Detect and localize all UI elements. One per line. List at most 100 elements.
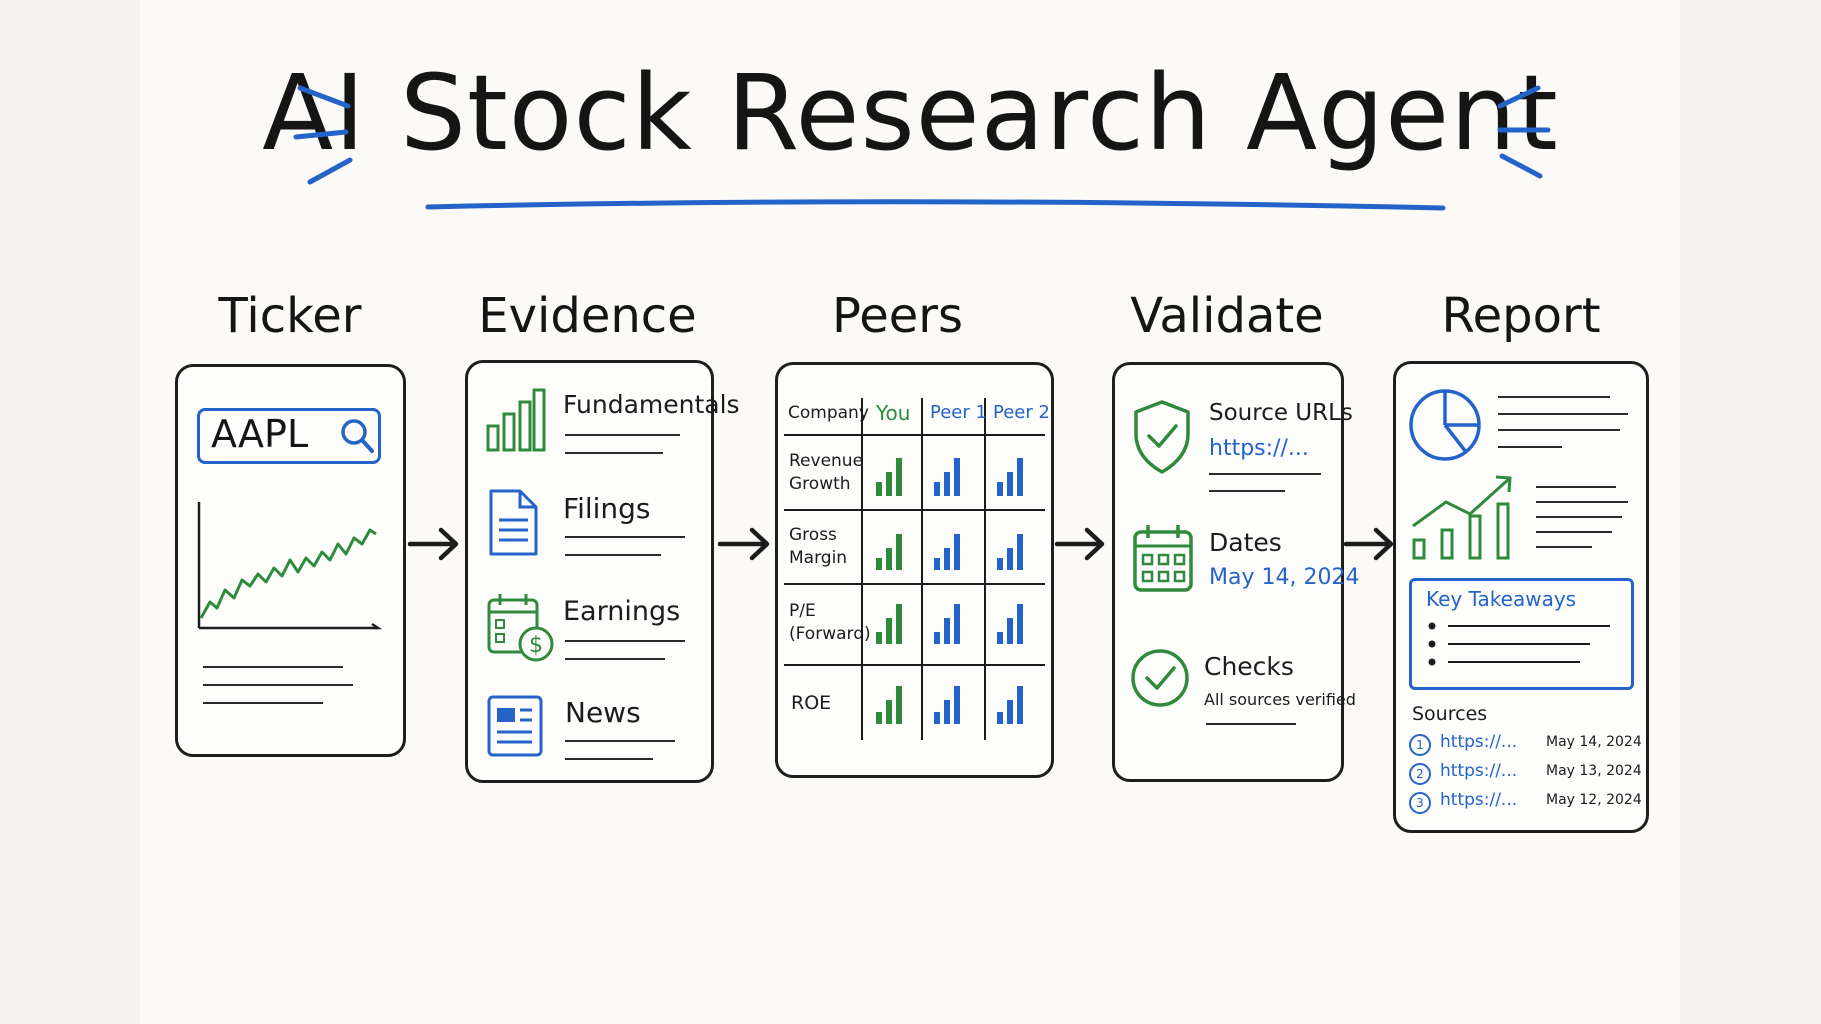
mini-bar-icon bbox=[1017, 534, 1023, 570]
svg-text:$: $ bbox=[529, 633, 543, 658]
mini-bar-icon bbox=[997, 712, 1003, 724]
text-placeholder-line bbox=[1498, 413, 1628, 415]
right-emphasis-marks bbox=[1497, 85, 1551, 179]
mini-bar-icon bbox=[954, 686, 960, 724]
peers-row-roe: ROE bbox=[791, 692, 832, 714]
text-placeholder-line bbox=[565, 640, 685, 642]
mini-bar-icon bbox=[997, 632, 1003, 644]
mini-bar-icon bbox=[944, 700, 950, 724]
report-card bbox=[1393, 361, 1649, 833]
source-date: May 13, 2024 bbox=[1546, 763, 1642, 779]
validate-dates-value: May 14, 2024 bbox=[1209, 565, 1360, 590]
text-placeholder-line bbox=[1209, 473, 1321, 475]
mini-bar-icon bbox=[1007, 548, 1013, 570]
mini-bar-icon bbox=[896, 458, 902, 496]
mini-bar-icon bbox=[876, 632, 882, 644]
source-url-link[interactable]: https://... bbox=[1440, 732, 1518, 752]
text-placeholder-line bbox=[565, 452, 663, 454]
mini-bar-icon bbox=[997, 558, 1003, 570]
mini-bar-icon bbox=[1017, 686, 1023, 724]
mini-bar-icon bbox=[944, 548, 950, 570]
source-url-link[interactable]: https://... bbox=[1440, 790, 1518, 810]
mini-bar-icon bbox=[1007, 618, 1013, 644]
peers-row-pe-forward: P/E (Forward) bbox=[789, 601, 871, 644]
calendar-icon bbox=[1133, 525, 1193, 592]
mini-bar-icon bbox=[944, 618, 950, 644]
mini-bar-icon bbox=[1017, 604, 1023, 644]
text-placeholder-line bbox=[203, 684, 353, 686]
validate-source-value[interactable]: https://... bbox=[1209, 436, 1309, 461]
text-placeholder-line bbox=[1536, 546, 1592, 548]
mini-bar-icon bbox=[876, 712, 882, 724]
text-placeholder-line bbox=[565, 758, 653, 760]
bar-chart-icon bbox=[486, 388, 546, 452]
text-placeholder-line bbox=[1498, 429, 1620, 431]
evidence-item-fundamentals: Fundamentals bbox=[563, 390, 740, 419]
text-placeholder-line bbox=[1536, 501, 1628, 503]
arrow-icon bbox=[717, 527, 770, 561]
evidence-item-filings: Filings bbox=[563, 492, 651, 525]
main-title: AI Stock Research Agent bbox=[262, 52, 1559, 174]
sources-label: Sources bbox=[1412, 703, 1488, 725]
bullet-list bbox=[1428, 622, 1610, 666]
source-number-badge: 2 bbox=[1409, 763, 1431, 785]
evidence-item-earnings: Earnings bbox=[563, 596, 681, 627]
left-emphasis-marks bbox=[293, 85, 353, 185]
source-number-badge: 1 bbox=[1409, 734, 1431, 756]
mini-bar-icon bbox=[886, 700, 892, 724]
arrow-icon bbox=[407, 527, 459, 561]
arrow-icon bbox=[1343, 527, 1394, 561]
validate-source-label: Source URLs bbox=[1209, 400, 1353, 426]
text-placeholder-line bbox=[565, 434, 680, 436]
key-takeaways-box bbox=[1409, 578, 1634, 690]
text-placeholder-line bbox=[1536, 516, 1622, 518]
document-icon bbox=[489, 489, 538, 556]
mini-bar-icon bbox=[886, 618, 892, 644]
mini-bar-icon bbox=[1007, 472, 1013, 496]
stage-title-report: Report bbox=[1441, 288, 1601, 344]
mini-bar-icon bbox=[934, 712, 940, 724]
mini-bar-icon bbox=[954, 458, 960, 496]
text-placeholder-line bbox=[565, 554, 661, 556]
peers-header-you: You bbox=[876, 401, 911, 425]
peers-row-revenue-growth: Revenue Growth bbox=[789, 451, 864, 494]
evidence-item-news: News bbox=[565, 696, 641, 729]
validate-dates-label: Dates bbox=[1209, 528, 1282, 557]
source-url-link[interactable]: https://... bbox=[1440, 761, 1518, 781]
ticker-search-value[interactable]: AAPL bbox=[211, 412, 309, 456]
earnings-calendar-icon: $ bbox=[487, 594, 554, 662]
text-placeholder-line bbox=[565, 740, 675, 742]
price-chart-icon bbox=[197, 502, 383, 630]
arrow-icon bbox=[1054, 527, 1105, 561]
source-date: May 12, 2024 bbox=[1546, 792, 1642, 808]
mini-bar-icon bbox=[876, 558, 882, 570]
peers-header-peer2: Peer 2 bbox=[993, 402, 1050, 423]
text-placeholder-line bbox=[1536, 486, 1616, 488]
title-underline bbox=[293, 85, 1551, 211]
mini-bar-icon bbox=[876, 482, 882, 496]
mini-bar-icon bbox=[954, 604, 960, 644]
mini-bar-icon bbox=[954, 534, 960, 570]
validate-checks-label: Checks bbox=[1204, 652, 1294, 681]
text-placeholder-line bbox=[1498, 396, 1610, 398]
mini-bar-icon bbox=[934, 558, 940, 570]
key-takeaways-label: Key Takeaways bbox=[1426, 587, 1577, 611]
text-placeholder-line bbox=[1498, 446, 1562, 448]
stage-title-evidence: Evidence bbox=[478, 288, 697, 344]
mini-bar-icon bbox=[997, 482, 1003, 496]
peers-row-gross-margin: Gross Margin bbox=[789, 525, 848, 568]
shield-check-icon bbox=[1134, 400, 1190, 474]
peers-header-peer1: Peer 1 bbox=[930, 402, 987, 423]
stage-title-ticker: Ticker bbox=[218, 288, 362, 344]
text-placeholder-line bbox=[203, 702, 323, 704]
check-circle-icon bbox=[1131, 649, 1189, 707]
mini-bar-icon bbox=[1007, 700, 1013, 724]
text-placeholder-line bbox=[565, 658, 665, 660]
growth-chart-icon bbox=[1412, 475, 1512, 560]
mini-bar-icon bbox=[896, 534, 902, 570]
ticker-search-box[interactable] bbox=[197, 408, 381, 464]
